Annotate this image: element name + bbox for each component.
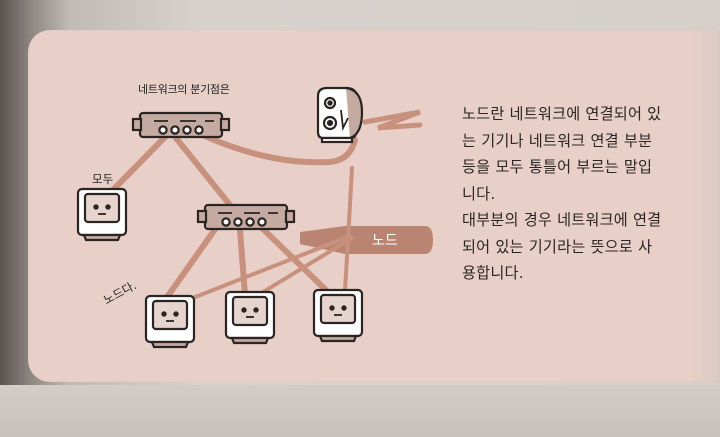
- panel-edge-fade: [690, 30, 720, 382]
- hub-top: [131, 111, 231, 139]
- cable-pc1-to-node: [168, 234, 352, 309]
- description-line: 등을 모두 통틀어 부르는 말입: [462, 158, 653, 176]
- cable-hub-to-switch: [173, 135, 233, 208]
- description-line: 니다.: [462, 184, 496, 203]
- cable-switch-to-pc3: [259, 225, 333, 297]
- page-bottom-area: [0, 385, 720, 437]
- computer-icon-left: [76, 187, 128, 242]
- description-line: 용합니다.: [462, 264, 524, 282]
- hub-caption: 네트워크의 분기점은: [138, 83, 230, 96]
- computer-icon-bottom-3: [312, 288, 364, 343]
- all-caption: 모두: [92, 172, 114, 186]
- computer-icon-bottom-1: [144, 294, 196, 349]
- description-text: 노드란 네트워크에 연결되어 있 는 기기나 네트워크 연결 부분 등을 모두 …: [462, 101, 707, 287]
- description-line: 는 기기나 네트워크 연결 부분: [462, 131, 653, 150]
- network-cables: [105, 109, 423, 309]
- speaker-icon: [316, 86, 364, 144]
- node-callout: [300, 226, 433, 254]
- cable-pc2-to-node: [248, 236, 354, 302]
- cable-hub-to-speaker: [202, 133, 358, 166]
- description-line: 노드란 네트워크에 연결되어 있: [462, 105, 662, 123]
- hub-middle: [196, 203, 296, 231]
- node-tag-label: 노드: [372, 233, 398, 249]
- cable-switch-to-pc1: [162, 225, 219, 303]
- illustration-panel: [28, 30, 720, 382]
- description-line: 대부분의 경우 네트워크에 연결: [462, 211, 662, 229]
- cable-speaker-tail: [362, 109, 423, 131]
- cable-switch-to-pc2: [237, 227, 248, 298]
- computer-icon-bottom-2: [224, 290, 276, 345]
- description-line: 되어 있는 기기라는 뜻으로 사: [462, 237, 653, 256]
- cable-hub-to-pc-left: [105, 134, 168, 198]
